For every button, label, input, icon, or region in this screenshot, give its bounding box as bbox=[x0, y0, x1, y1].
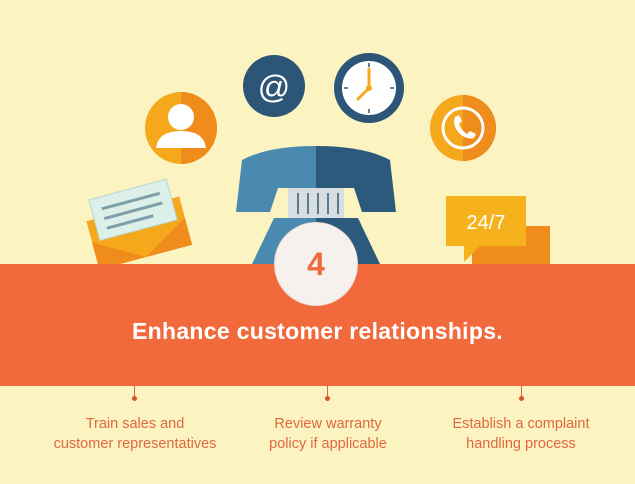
action-item-line: Train sales and bbox=[85, 416, 185, 432]
connector-line bbox=[327, 386, 328, 400]
action-item-line: handling process bbox=[466, 436, 576, 452]
connector-dot bbox=[325, 396, 330, 401]
phone-icon bbox=[430, 95, 496, 161]
badge-text: 24/7 bbox=[467, 212, 506, 234]
action-item-review: Review warranty policy if applicable bbox=[223, 414, 433, 454]
action-item-train: Train sales and customer representatives bbox=[30, 414, 240, 454]
action-item-line: Establish a complaint bbox=[452, 416, 590, 432]
connector-dot bbox=[132, 396, 137, 401]
at-sign-glyph: @ bbox=[258, 69, 290, 105]
action-item-line: policy if applicable bbox=[269, 436, 387, 452]
user-icon bbox=[145, 92, 217, 164]
clock-icon bbox=[334, 53, 404, 123]
action-item-establish: Establish a complaint handling process bbox=[416, 414, 626, 454]
connector-dot bbox=[519, 396, 524, 401]
at-sign-icon: @ bbox=[243, 55, 305, 117]
action-item-line: customer representatives bbox=[53, 436, 217, 452]
connector-line bbox=[521, 386, 522, 400]
connector-line bbox=[134, 386, 135, 400]
24-7-badge-icon: 24/7 bbox=[446, 196, 550, 270]
envelope-icon bbox=[86, 178, 193, 270]
headline-text: Enhance customer relationships. bbox=[131, 318, 503, 344]
step-number: 4 bbox=[307, 245, 325, 282]
action-item-line: Review warranty bbox=[274, 416, 382, 432]
step-number-badge: 4 bbox=[275, 223, 357, 305]
